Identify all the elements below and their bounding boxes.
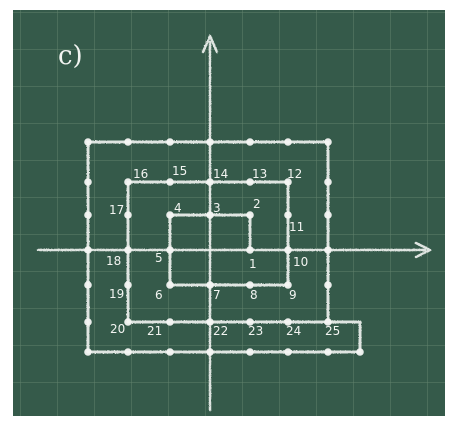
point-outer	[324, 211, 332, 219]
label-17: 17	[109, 203, 124, 217]
label-21: 21	[147, 324, 162, 338]
point-outer	[246, 348, 254, 356]
label-24: 24	[286, 324, 301, 338]
label-6: 6	[155, 288, 163, 302]
label-20: 20	[110, 322, 125, 336]
point-outer	[206, 138, 214, 146]
label-12: 12	[287, 167, 302, 181]
point-outer	[84, 138, 92, 146]
point-outer	[284, 138, 292, 146]
point-2	[246, 211, 254, 219]
point-16	[124, 178, 132, 186]
label-13: 13	[252, 167, 267, 181]
point-10	[284, 246, 292, 254]
label-1: 1	[249, 257, 257, 271]
label-25: 25	[325, 324, 340, 338]
label-11: 11	[289, 220, 304, 234]
point-17	[124, 211, 132, 219]
point-1	[246, 246, 254, 254]
point-4	[166, 211, 174, 219]
point-outer	[84, 211, 92, 219]
point-outer	[166, 348, 174, 356]
label-3: 3	[213, 201, 221, 215]
label-9: 9	[289, 288, 297, 302]
point-19	[124, 281, 132, 289]
point-outer	[246, 138, 254, 146]
label-18: 18	[106, 254, 121, 268]
label-23: 23	[248, 324, 263, 338]
point-outer	[284, 348, 292, 356]
point-outer	[84, 281, 92, 289]
point-outer	[124, 138, 132, 146]
label-5: 5	[155, 251, 163, 265]
point-21	[166, 318, 174, 326]
point-outer	[84, 178, 92, 186]
point-15	[166, 178, 174, 186]
point-outer	[324, 348, 332, 356]
point-outer	[84, 246, 92, 254]
label-4: 4	[174, 201, 182, 215]
label-8: 8	[250, 288, 258, 302]
label-16: 16	[133, 167, 148, 181]
label-7: 7	[213, 288, 221, 302]
label-19: 19	[109, 287, 124, 301]
point-outer	[84, 318, 92, 326]
point-18	[124, 246, 132, 254]
point-outer	[206, 348, 214, 356]
point-outer	[324, 246, 332, 254]
point-outer	[166, 138, 174, 146]
point-outer	[124, 348, 132, 356]
point-outer	[84, 348, 92, 356]
point-11	[284, 211, 292, 219]
title-c: c)	[58, 41, 83, 71]
label-15: 15	[172, 164, 187, 178]
point-outer	[324, 178, 332, 186]
point-5	[166, 246, 174, 254]
point-outer	[324, 138, 332, 146]
label-10: 10	[293, 255, 308, 269]
point-20	[124, 318, 132, 326]
point-outer	[324, 281, 332, 289]
point-outer	[356, 348, 364, 356]
label-2: 2	[253, 197, 261, 211]
label-22: 22	[213, 324, 228, 338]
point-6	[166, 281, 174, 289]
label-14: 14	[213, 167, 228, 181]
